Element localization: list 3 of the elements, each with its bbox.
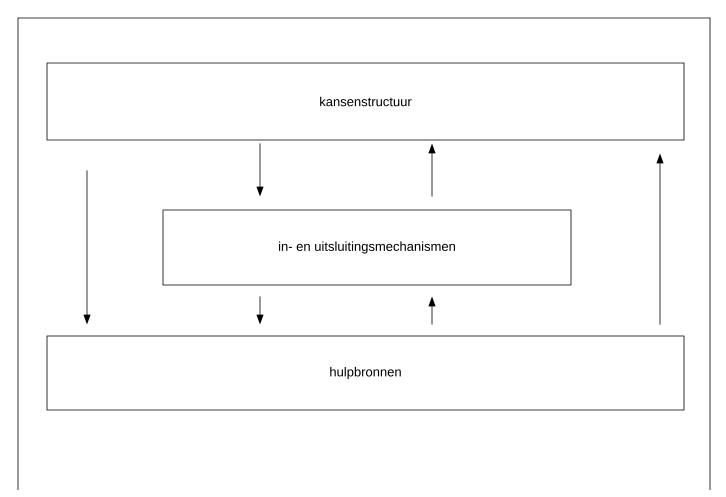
text-box: kansenstructuur <box>46 62 684 140</box>
text-box: hulpbronnen <box>46 336 684 410</box>
text-box: in- en uitsluitingsmechanismen <box>162 210 572 286</box>
